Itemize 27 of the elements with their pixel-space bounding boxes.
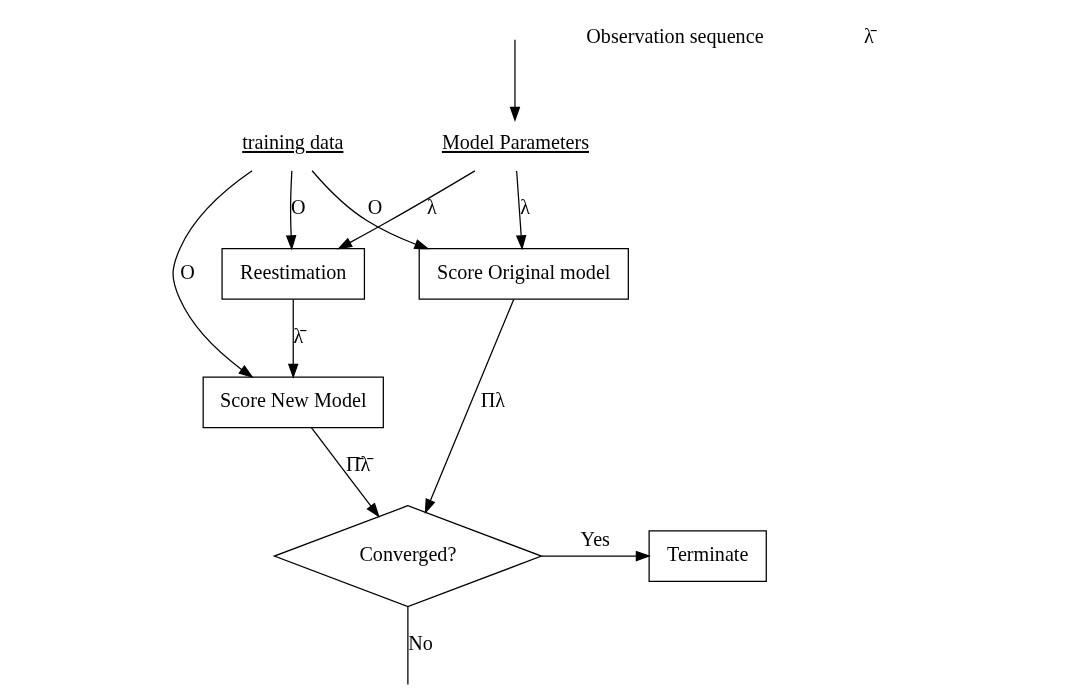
arrow — [311, 170, 430, 250]
node-box: Reestimation — [221, 248, 366, 300]
arrow — [424, 298, 515, 515]
edge-label: Yes — [580, 527, 610, 550]
node-text: Model Parameters — [441, 130, 589, 153]
edge-label: No — [408, 632, 433, 655]
edge-label: Πλ — [480, 389, 506, 412]
edge-label: λ — [520, 196, 530, 219]
node-box: Terminate — [648, 530, 767, 582]
arrow — [509, 39, 521, 122]
edge-label: λ — [426, 196, 437, 219]
arrow — [285, 170, 297, 251]
connector — [407, 605, 409, 686]
label: Observation sequence — [586, 25, 764, 48]
node-text: training data — [242, 130, 344, 153]
arrow — [540, 550, 651, 562]
node-box: Score New Model — [202, 376, 384, 429]
arrow — [310, 427, 380, 518]
edge-label: O — [367, 196, 383, 219]
arrow — [172, 170, 254, 379]
arrow — [337, 170, 476, 250]
node-diamond: Converged? — [272, 505, 544, 608]
edge-label: O — [180, 260, 195, 283]
arrow — [515, 170, 527, 251]
arrow — [287, 298, 299, 379]
edge-label: O — [291, 196, 306, 219]
node-box: Score Original model — [418, 248, 629, 300]
